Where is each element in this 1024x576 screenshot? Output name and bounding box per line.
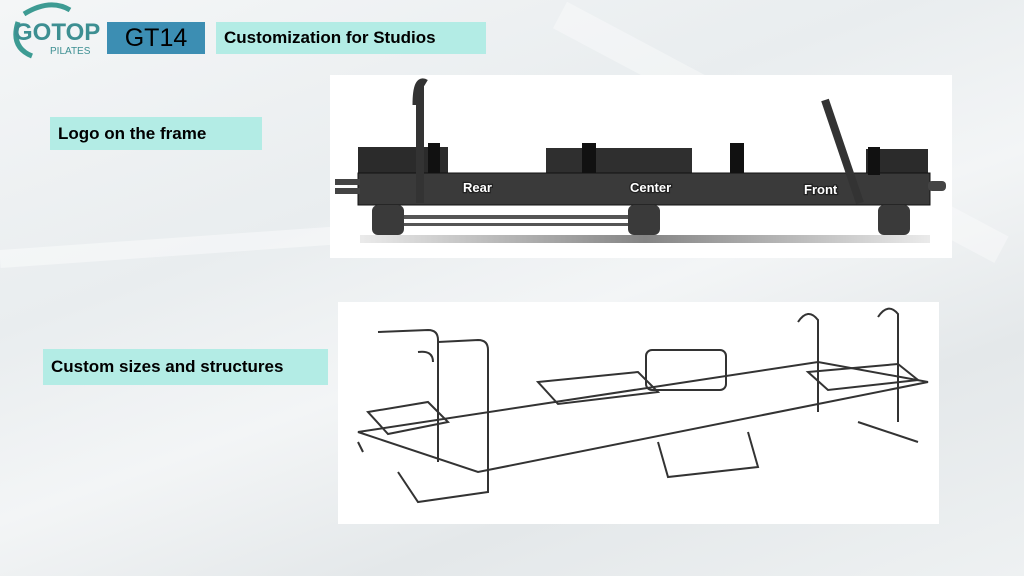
reformer-side-view-image: Rear Center Front	[330, 75, 952, 258]
section-label-custom: Custom sizes and structures	[43, 349, 328, 385]
gotop-pilates-logo: GOTOP PILATES	[10, 2, 108, 60]
section-label-logo: Logo on the frame	[50, 117, 262, 150]
slide-title: Customization for Studios	[216, 22, 486, 54]
model-badge: GT14	[107, 22, 205, 54]
frame-logo-rear: Rear	[463, 180, 492, 195]
frame-logo-center: Center	[630, 180, 671, 195]
svg-text:GOTOP: GOTOP	[14, 19, 100, 46]
frame-logo-front: Front	[804, 182, 838, 197]
svg-text:PILATES: PILATES	[50, 46, 91, 57]
reformer-line-drawing-image	[338, 302, 939, 524]
